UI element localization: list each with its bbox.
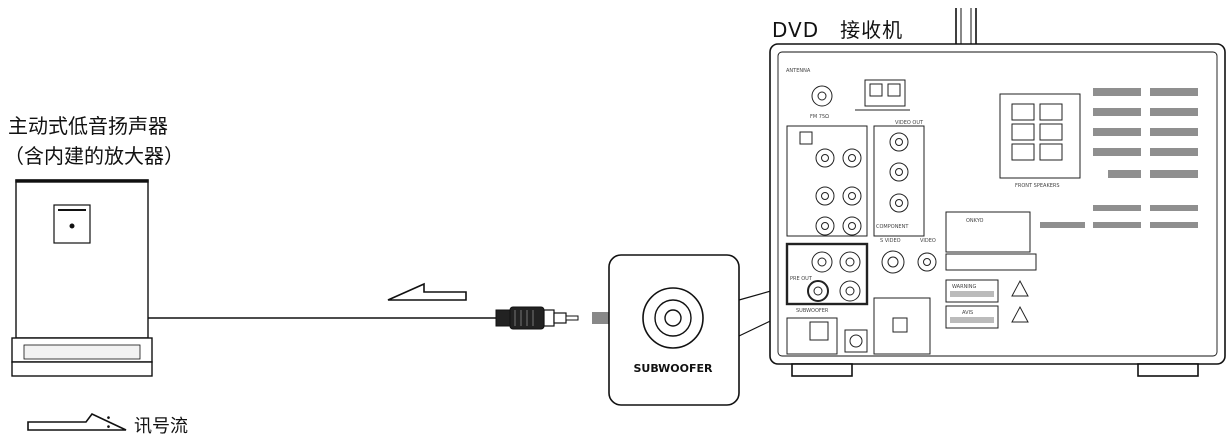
subwoofer-jack-detail: SUBWOOFER <box>608 254 740 406</box>
rca-plug <box>495 306 579 330</box>
subwoofer-title: 主动式低音扬声器 <box>8 114 168 138</box>
legend-label: 讯号流 <box>134 416 188 437</box>
svg-text:FRONT SPEAKERS: FRONT SPEAKERS <box>1015 183 1060 189</box>
svg-text:S VIDEO: S VIDEO <box>880 238 901 244</box>
legend-colon: ： <box>104 412 122 433</box>
legend-signal-arrow <box>27 412 127 431</box>
receiver-unit <box>769 8 1226 377</box>
receiver-title: DVD 接收机 <box>772 18 904 42</box>
svg-text:ONKYO: ONKYO <box>966 218 984 224</box>
svg-text:AVIS: AVIS <box>962 310 973 316</box>
subwoofer-unit <box>11 179 153 377</box>
receiver-vent-bars <box>1040 88 1198 228</box>
svg-text:PRE OUT: PRE OUT <box>790 276 813 282</box>
svg-text:VIDEO: VIDEO <box>920 238 936 244</box>
signal-flow-arrow <box>387 282 467 301</box>
svg-text:WARNING: WARNING <box>952 284 977 290</box>
svg-text:FM 75Ω: FM 75Ω <box>810 114 829 120</box>
svg-text:VIDEO OUT: VIDEO OUT <box>895 120 924 126</box>
jack-label: SUBWOOFER <box>634 362 714 375</box>
svg-text:SUBWOOFER: SUBWOOFER <box>796 308 829 314</box>
receiver-rear-panel: ANTENNA FM 75Ω VIDEO OUT COMPONENT S VID… <box>785 68 1081 355</box>
panel-antenna-label: ANTENNA <box>786 68 811 74</box>
svg-text:COMPONENT: COMPONENT <box>876 224 909 230</box>
subwoofer-subtitle: （含内建的放大器） <box>4 144 184 168</box>
